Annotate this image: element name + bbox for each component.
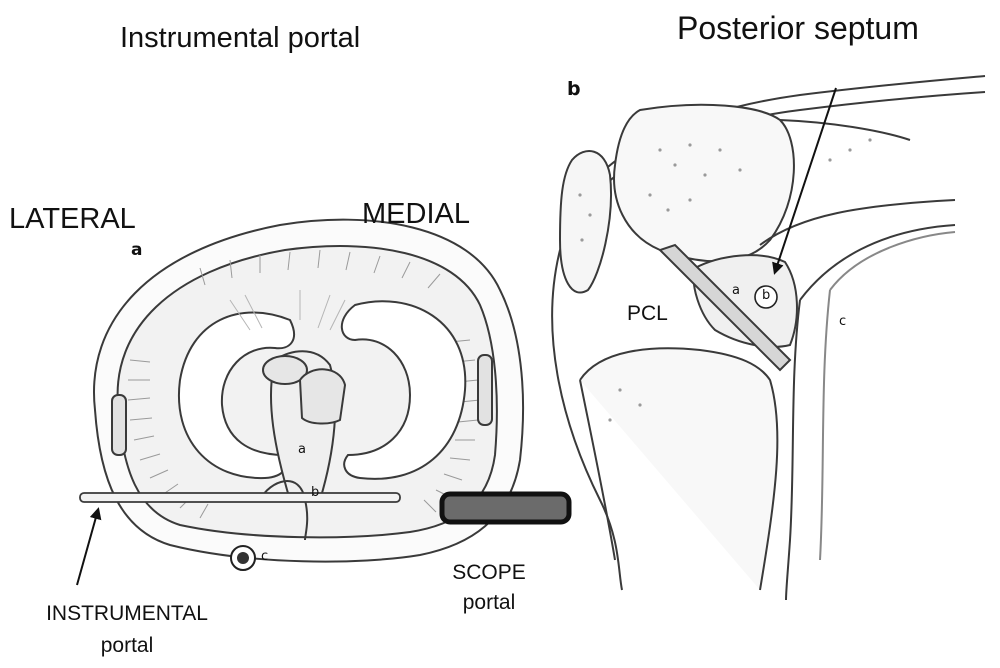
medial-label: MEDIAL bbox=[362, 198, 470, 231]
calf-skin-2 bbox=[820, 290, 830, 560]
sagittal-marker-a: a bbox=[732, 283, 740, 298]
vessel-marker-c bbox=[231, 546, 255, 570]
posterior-leg bbox=[800, 225, 955, 300]
panel-letter-b: b bbox=[567, 78, 581, 100]
lateral-fragment bbox=[112, 395, 126, 455]
instrumental-portal-label: INSTRUMENTAL portal bbox=[2, 598, 252, 662]
medial-fragment bbox=[478, 355, 492, 425]
calf-skin bbox=[830, 232, 955, 290]
patella bbox=[560, 151, 611, 293]
instrumental-portal-title: Instrumental portal bbox=[120, 22, 360, 55]
panel-letter-a: a bbox=[131, 240, 142, 260]
femoral-shaft bbox=[780, 120, 910, 140]
instrumental-line-1: INSTRUMENTAL bbox=[2, 598, 252, 630]
posterior-skin bbox=[760, 200, 955, 245]
sagittal-marker-b: b bbox=[762, 288, 770, 303]
tibia-marker-b: b bbox=[311, 485, 319, 500]
instrumental-arrow bbox=[77, 510, 98, 585]
instrumental-rod bbox=[80, 493, 400, 502]
scope-line-2: portal bbox=[434, 588, 544, 618]
femoral-condyle bbox=[614, 105, 794, 261]
sagittal-marker-c: c bbox=[839, 314, 846, 329]
instrumental-line-2: portal bbox=[2, 630, 252, 662]
tibia-marker-c: c bbox=[261, 549, 268, 564]
tibia-marker-a: a bbox=[298, 442, 306, 457]
pcl-label: PCL bbox=[627, 302, 668, 326]
sagittal-knee-diagram bbox=[552, 76, 985, 600]
scope-line-1: SCOPE bbox=[434, 558, 544, 588]
pcl-column bbox=[300, 369, 345, 423]
scope-cylinder bbox=[442, 494, 569, 522]
lateral-label: LATERAL bbox=[9, 203, 136, 236]
scope-portal-label: SCOPE portal bbox=[434, 558, 544, 618]
posterior-septum-title: Posterior septum bbox=[677, 10, 919, 47]
tibia bbox=[580, 348, 777, 590]
